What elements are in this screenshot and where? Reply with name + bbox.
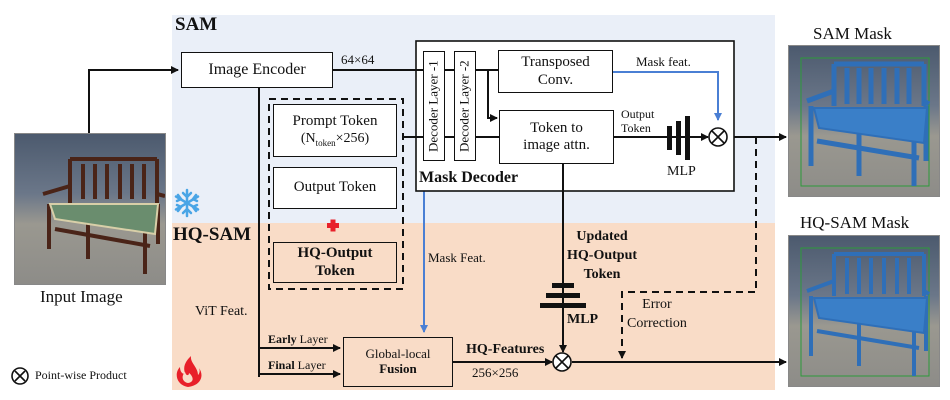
mask-feat-top-label: Mask feat. — [636, 54, 691, 69]
error-line1: Error — [642, 297, 672, 312]
pointwise-product-top-icon — [708, 127, 728, 147]
final-layer-label: Final Layer — [268, 358, 326, 372]
hqsam-region-label: HQ-SAM — [173, 224, 252, 245]
input-to-encoder-line — [88, 66, 179, 133]
transposed-conv-line1: Transposed — [521, 54, 590, 71]
mlp-bottom-icon — [540, 283, 586, 308]
image-encoder-label: Image Encoder — [208, 60, 306, 78]
vit-feat-label: ViT Feat. — [195, 304, 248, 319]
early-layer-label: Early Layer — [268, 332, 328, 346]
mask-feat-hq-label: Mask Feat. — [428, 250, 486, 265]
transposed-conv-line2: Conv. — [537, 71, 574, 88]
decoder-layer-2-label: Decoder Layer -2 — [456, 60, 472, 152]
hq-features-label: HQ-Features — [466, 342, 545, 357]
fusion-line2: Fusion — [379, 361, 417, 376]
pointwise-product-bottom-icon — [552, 352, 572, 372]
token-to-image-line2: image attn. — [523, 137, 590, 153]
decoder-layer-1-label: Decoder Layer -1 — [425, 60, 441, 152]
legend-pointwise-icon — [11, 367, 29, 385]
updated-hq-output-token-label: Updated HQ-Output Token — [567, 227, 637, 284]
output-token-arrow-label: Output Token — [621, 107, 654, 135]
transposed-conv-block[interactable]: Transposed Conv. — [498, 50, 613, 93]
hq-output-token-block[interactable]: HQ-Output Token — [273, 242, 397, 283]
prompt-token-dim: (Ntoken×256) — [300, 130, 370, 148]
mlp-top-label: MLP — [667, 164, 696, 179]
output-token-arrow-line2: Token — [621, 121, 651, 135]
hq-output-token-line2: Token — [315, 262, 355, 279]
token-group-dashed-box — [268, 98, 404, 290]
hqsam-mask-image — [788, 235, 940, 387]
mask-decoder-label: Mask Decoder — [419, 169, 519, 186]
token-to-image-line1: Token to — [530, 119, 583, 136]
fusion-line1: Global-local — [365, 346, 431, 362]
updated-line3: Token — [583, 267, 621, 282]
output-token-block[interactable]: Output Token — [273, 167, 397, 209]
mlp-top-icon — [667, 116, 690, 160]
hq-features-dim-label: 256×256 — [472, 365, 519, 380]
encoder-dim-label: 64×64 — [341, 52, 375, 67]
input-image-caption: Input Image — [40, 287, 123, 306]
sam-region-label: SAM — [175, 14, 218, 35]
prompt-token-block[interactable]: Prompt Token (Ntoken×256) — [273, 104, 397, 157]
global-local-fusion-block[interactable]: Global-local Fusion — [343, 337, 453, 387]
input-bench-illustration — [42, 157, 165, 274]
error-correction-label: Error Correction — [627, 295, 687, 333]
decoder-layer-2-block[interactable]: Decoder Layer -2 — [454, 51, 476, 161]
image-encoder-block[interactable]: Image Encoder — [181, 52, 333, 88]
snowflake-icon — [174, 188, 200, 218]
mlp-bottom-label: MLP — [567, 312, 599, 327]
hqsam-mask-caption: HQ-SAM Mask — [800, 213, 910, 232]
output-token-label: Output Token — [293, 179, 377, 196]
sam-mask-image — [788, 45, 940, 197]
sam-mask-caption: SAM Mask — [813, 24, 892, 43]
output-token-arrow-line1: Output — [621, 107, 655, 121]
updated-line1: Updated — [576, 229, 628, 244]
updated-line2: HQ-Output — [567, 248, 638, 263]
hqsam-mask-bench-illustration — [800, 247, 931, 377]
sam-mask-bench-illustration — [800, 57, 931, 187]
fire-icon — [176, 356, 202, 387]
error-line2: Correction — [627, 316, 687, 331]
prompt-token-label: Prompt Token — [292, 113, 378, 130]
legend-pointwise-label: Point-wise Product — [35, 368, 127, 382]
input-image — [14, 133, 166, 285]
error-correction-dashed-line — [618, 137, 757, 359]
plus-icon — [327, 219, 339, 232]
decoder-layer-1-block[interactable]: Decoder Layer -1 — [423, 51, 445, 161]
hq-output-token-line1: HQ-Output — [297, 245, 373, 262]
token-to-image-attn-block[interactable]: Token to image attn. — [499, 110, 614, 164]
